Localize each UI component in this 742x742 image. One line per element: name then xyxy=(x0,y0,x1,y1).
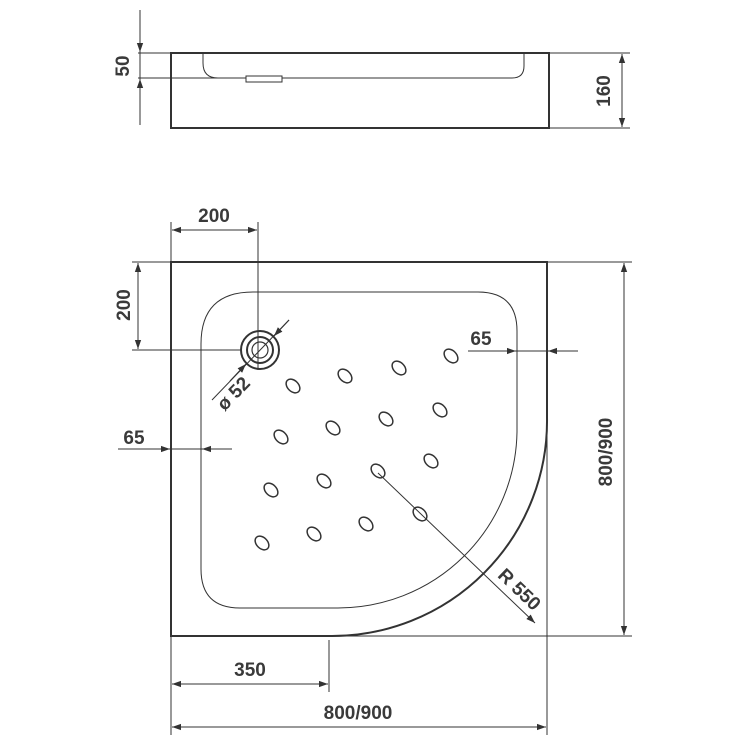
depth-label: 50 xyxy=(113,55,134,76)
anti-slip-hole xyxy=(378,411,394,427)
rim-width-right-label: 65 xyxy=(470,329,492,350)
anti-slip-hole xyxy=(273,429,289,445)
radius-leader xyxy=(377,472,536,624)
anti-slip-hole xyxy=(263,482,279,498)
anti-slip-hole xyxy=(432,402,448,418)
rim-width-left-label: 65 xyxy=(123,428,145,449)
basin-outline xyxy=(200,291,518,609)
drain-diameter-arrow-lower xyxy=(229,363,247,382)
tray-depth-label: 800/900 xyxy=(596,418,617,487)
tray-outline xyxy=(170,261,549,638)
anti-slip-hole xyxy=(316,473,332,489)
anti-slip-hole xyxy=(391,360,407,376)
height-label: 160 xyxy=(594,75,615,107)
anti-slip-hole xyxy=(325,420,341,436)
drain-center xyxy=(251,341,269,359)
drain-diameter-label: ø 52 xyxy=(213,373,255,415)
anti-slip-hole xyxy=(370,463,386,479)
top-view: 200 200 ø 52 65 65 R 550 800/900 35 xyxy=(114,206,632,735)
drain-y-offset-label: 200 xyxy=(114,289,135,321)
side-view-drain xyxy=(245,75,283,83)
drain-diameter-arrow-upper xyxy=(273,319,290,337)
anti-slip-hole xyxy=(423,453,439,469)
side-view-basin xyxy=(202,53,525,79)
anti-slip-hole xyxy=(285,378,301,394)
anti-slip-hole xyxy=(358,516,374,532)
tray-width-label: 800/900 xyxy=(324,703,393,724)
drain-x-offset-label: 200 xyxy=(198,206,230,227)
side-view: 50 160 xyxy=(113,10,630,129)
anti-slip-hole xyxy=(306,526,322,542)
anti-slip-pattern xyxy=(254,348,459,551)
anti-slip-hole xyxy=(443,348,459,364)
side-view-outline xyxy=(170,52,550,129)
anti-slip-hole xyxy=(254,535,270,551)
straight-length-label: 350 xyxy=(234,660,266,681)
anti-slip-hole xyxy=(337,368,353,384)
drain-inner-ring xyxy=(246,336,274,364)
